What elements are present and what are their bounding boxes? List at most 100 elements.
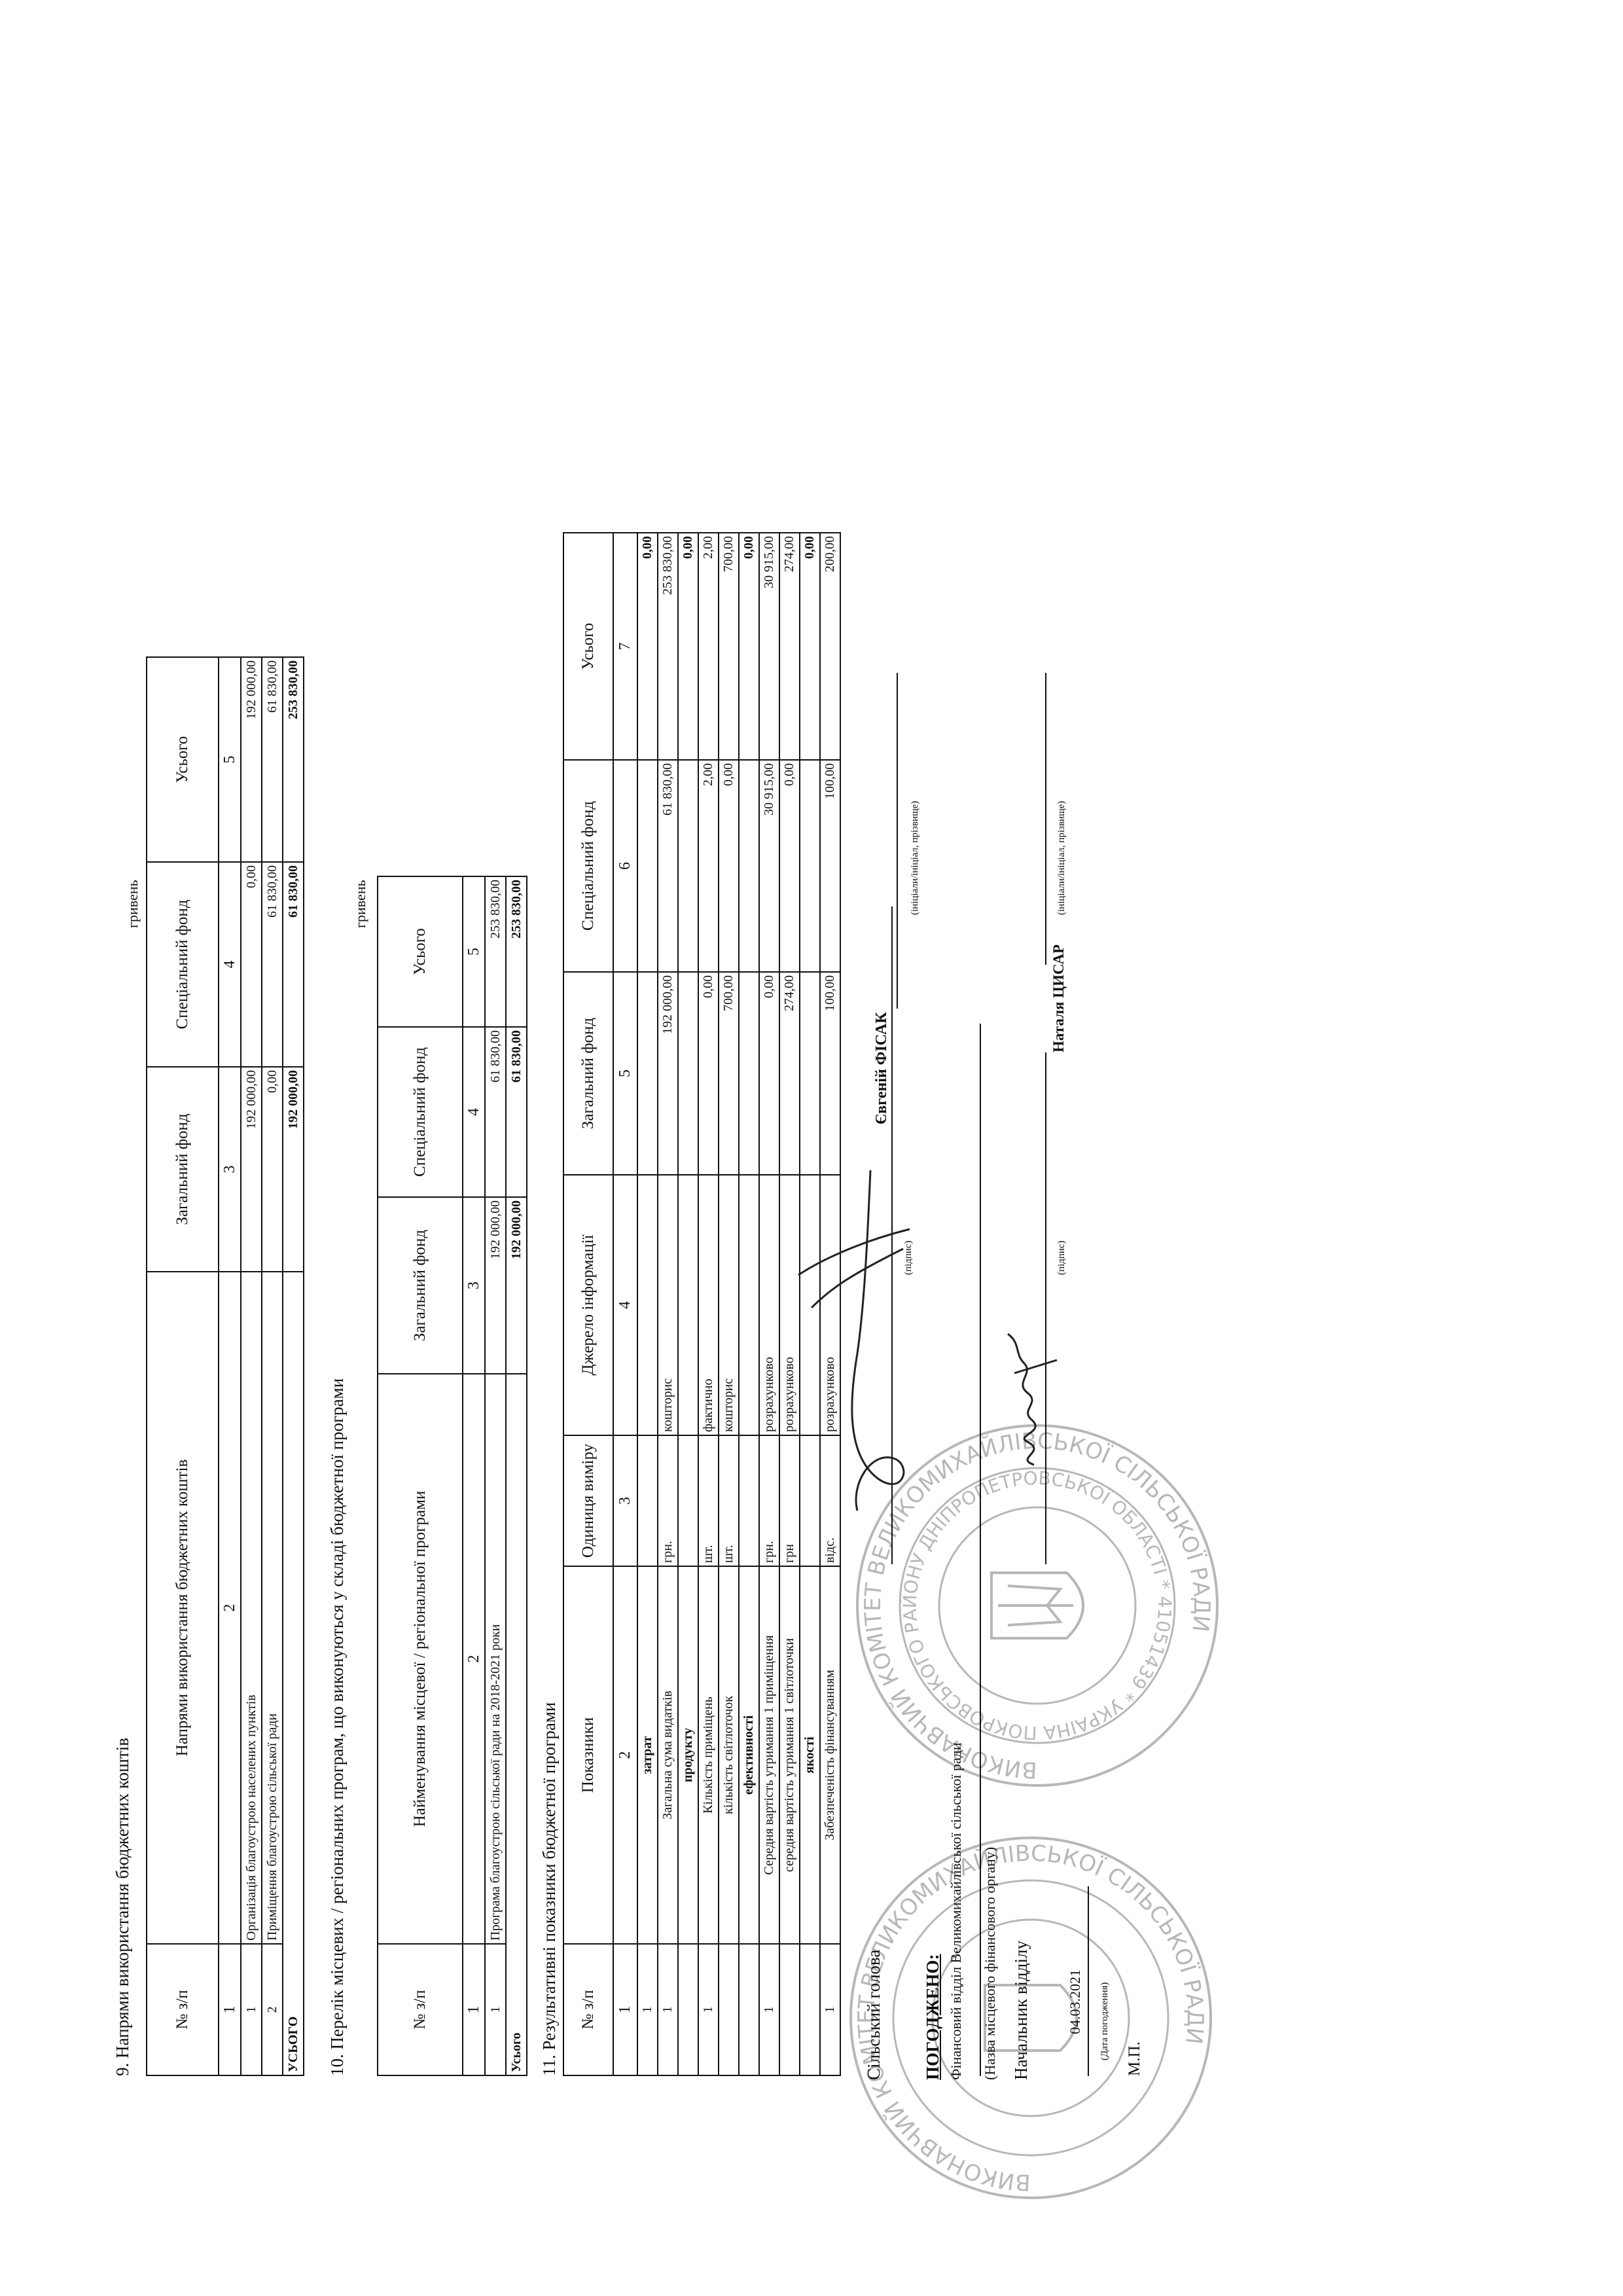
- row-number: 1: [241, 1944, 262, 2075]
- indicator-general: [678, 972, 698, 1175]
- amount-cell: 0,00: [241, 862, 262, 1067]
- column-number: 6: [613, 760, 637, 972]
- indicator-name: Середня вартість утримання 1 приміщення: [759, 1566, 779, 1944]
- chief-name: Наталя ЦИСАР: [1050, 944, 1067, 1052]
- head-name: Євгеній ФІСАК: [873, 1012, 890, 1124]
- indicator-total: 30 915,00: [759, 533, 779, 760]
- row-name: Організація благоустрою населених пункті…: [241, 1272, 262, 1944]
- financial-organ-line: [980, 1024, 981, 2076]
- section11-title: 11. Результативні показники бюджетної пр…: [539, 1702, 559, 2076]
- indicator-general: 0,00: [759, 972, 779, 1175]
- column-header: Спеціальний фонд: [147, 862, 219, 1067]
- indicator-num: 1: [820, 1944, 840, 2075]
- financial-organ-name: Фінансовий відділ Великомихайлівської сі…: [948, 1742, 964, 2080]
- official-seal-stamp: ВИКОНАВЧИЙ КОМІТЕТ ВЕЛИКОМИХАЙЛІВСЬКОЇ С…: [856, 1424, 1219, 1787]
- indicator-num: 1: [759, 1944, 779, 2075]
- column-header: Одиниця виміру: [563, 1435, 613, 1566]
- column-header: Усього: [147, 657, 219, 862]
- total-amount: 253 830,00: [506, 876, 527, 1027]
- indicator-num: [779, 1944, 800, 2075]
- indicator-num: [800, 1944, 820, 2075]
- amount-cell: 253 830,00: [485, 876, 506, 1027]
- total-amount: 61 830,00: [506, 1027, 527, 1197]
- approved-label: ПОГОДЖЕНО:: [923, 1954, 942, 2080]
- column-header: Загальний фонд: [563, 972, 613, 1175]
- column-header: Джерело інформації: [563, 1175, 613, 1435]
- indicator-special: 0,00: [779, 760, 800, 972]
- indicator-total: 0,00: [739, 533, 759, 760]
- approval-date-line: [1088, 1886, 1089, 2076]
- chief-title: Начальник відділу: [1011, 1941, 1031, 2080]
- indicator-unit: грн.: [658, 1435, 678, 1566]
- indicator-special: 2,00: [698, 760, 719, 972]
- column-number: 2: [613, 1566, 637, 1944]
- approval-date: 04.03.2021: [1067, 1969, 1083, 2034]
- head-name-line: [897, 673, 898, 1009]
- column-number: 5: [463, 876, 485, 1027]
- chief-signature-caption: (підпис): [1056, 1240, 1067, 1275]
- column-number: 2: [463, 1374, 485, 1944]
- column-number: 7: [613, 533, 637, 760]
- column-header: № з/п: [147, 1944, 219, 2075]
- total-amount: 61 830,00: [283, 862, 304, 1067]
- column-number: 1: [613, 1944, 637, 2075]
- indicator-general: 700,00: [719, 972, 739, 1175]
- indicator-name: ефективності: [739, 1566, 759, 1944]
- indicator-name: Забезпеченість фінансуванням: [820, 1566, 840, 1944]
- indicator-special: [678, 760, 698, 972]
- amount-cell: 61 830,00: [262, 862, 283, 1067]
- section9-currency: гривень: [124, 880, 141, 928]
- indicator-special: 0,00: [719, 760, 739, 972]
- official-seal-stamp-secondary: ВИКОНАВЧИЙ КОМІТЕТ ВЕЛИКОМИХАЙЛІВСЬКОЇ С…: [849, 1837, 1212, 2199]
- indicator-total: 253 830,00: [658, 533, 678, 760]
- indicator-unit: [678, 1435, 698, 1566]
- indicator-total: 274,00: [779, 533, 800, 760]
- indicator-general: 0,00: [698, 972, 719, 1175]
- total-amount: 253 830,00: [283, 657, 304, 862]
- indicator-name: середня вартість утримання 1 світлоточки: [779, 1566, 800, 1944]
- section10-title: 10. Перелік місцевих / регіональних прог…: [327, 1378, 347, 2076]
- indicator-total: 0,00: [637, 533, 658, 760]
- amount-cell: 61 830,00: [485, 1027, 506, 1197]
- amount-cell: 192 000,00: [241, 657, 262, 862]
- column-header: Загальний фонд: [378, 1197, 463, 1374]
- head-name-caption: (ініціали/ініціал, прізвище): [910, 800, 920, 915]
- section9-title: 9. Напрями використання бюджетних коштів: [113, 1738, 132, 2076]
- financial-organ-caption: (Назва місцевого фінансового органу): [982, 1846, 998, 2080]
- indicator-total: 2,00: [698, 533, 719, 760]
- column-number: 5: [613, 972, 637, 1175]
- indicator-general: 192 000,00: [658, 972, 678, 1175]
- indicator-special: 61 830,00: [658, 760, 678, 972]
- row-name: Приміщення благоустрою сільської ради: [262, 1272, 283, 1944]
- column-number: 4: [219, 862, 241, 1067]
- column-number: 3: [463, 1197, 485, 1374]
- indicator-general: [800, 972, 820, 1175]
- row-number: 2: [262, 1944, 283, 2075]
- indicator-general: 274,00: [779, 972, 800, 1175]
- column-header: Напрями використання бюджетних коштів: [147, 1272, 219, 1944]
- total-amount: 192 000,00: [506, 1197, 527, 1374]
- indicator-total: 0,00: [678, 533, 698, 760]
- column-number: 2: [219, 1272, 241, 1944]
- indicator-name: якості: [800, 1566, 820, 1944]
- indicator-general: [739, 972, 759, 1175]
- column-number: 3: [613, 1435, 637, 1566]
- indicator-total: 200,00: [820, 533, 840, 760]
- indicator-num: 1: [698, 1944, 719, 2075]
- indicator-num: 1: [658, 1944, 678, 2075]
- indicator-unit: [637, 1435, 658, 1566]
- chief-signature-line: [1045, 1052, 1046, 1564]
- indicator-special: 100,00: [820, 760, 840, 972]
- column-number: 4: [613, 1175, 637, 1435]
- column-number: 3: [219, 1067, 241, 1272]
